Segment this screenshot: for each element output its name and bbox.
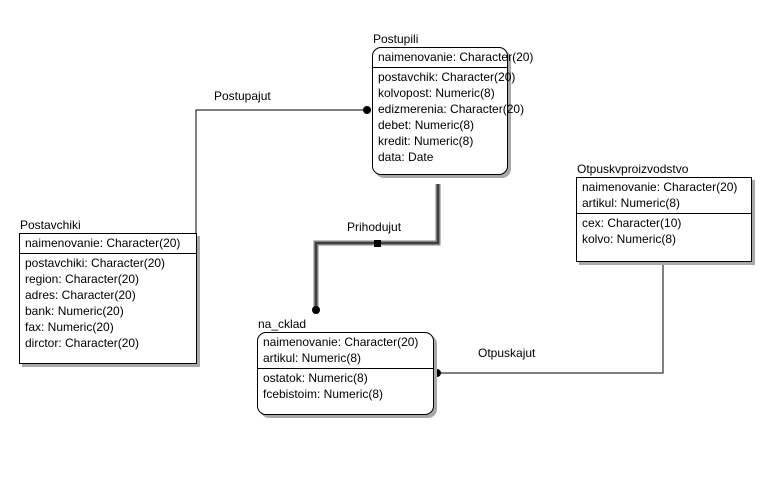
entity-na-cklad[interactable]: naimenovanie: Character(20) artikul: Num… [257, 332, 434, 415]
entity-title-na-cklad: na_cklad [258, 317, 307, 331]
key-attribute: naimenovanie: Character(20) [263, 335, 419, 349]
relationship-endpoint-dot [433, 369, 441, 377]
entity-title-postavchiki: Postavchiki [20, 218, 81, 232]
entity-attribute-section: cex: Character(10) kolvo: Numeric(8) [577, 214, 751, 249]
attribute: postavchiki: Character(20) [25, 256, 166, 270]
attribute: adres: Character(20) [25, 288, 136, 302]
entity-key-section: naimenovanie: Character(20) artikul: Num… [258, 333, 433, 369]
relationship-endpoint-dot [363, 106, 371, 114]
relationship-endpoint-dot [312, 306, 320, 314]
relationship-line-postupajut[interactable] [195, 109, 366, 246]
attribute: fcebistoim: Numeric(8) [263, 387, 384, 401]
entity-postupili[interactable]: naimenovanie: Character(20) postavchik: … [372, 47, 534, 175]
relationship-label-otpuskajut: Otpuskajut [478, 346, 536, 360]
attribute: postavchik: Character(20) [378, 70, 516, 84]
entity-postavchiki[interactable]: naimenovanie: Character(20) postavchiki:… [19, 233, 197, 364]
attribute: kredit: Numeric(8) [378, 134, 474, 148]
entity-attribute-section: postavchik: Character(20) kolvopost: Num… [373, 68, 525, 167]
attribute: fax: Numeric(20) [25, 320, 114, 334]
attribute: kolvo: Numeric(8) [582, 232, 677, 246]
attribute: debet: Numeric(8) [378, 118, 475, 132]
entity-key-section: naimenovanie: Character(20) [373, 48, 534, 68]
attribute: data: Date [378, 150, 434, 164]
relationship-line-otpuskajut[interactable] [437, 262, 664, 374]
attribute: region: Character(20) [25, 272, 140, 286]
relationship-marker [374, 240, 381, 247]
key-attribute: artikul: Numeric(8) [582, 196, 681, 210]
entity-key-section: naimenovanie: Character(20) artikul: Num… [577, 178, 751, 214]
relationship-label-postupajut: Postupajut [214, 89, 271, 103]
attribute: edizmerenia: Character(20) [378, 102, 525, 116]
entity-title-postupili: Postupili [373, 32, 419, 46]
entity-title-otpuskvproizvodstvo: Otpuskvproizvodstvo [577, 162, 689, 176]
entity-otpuskvproizvodstvo[interactable]: naimenovanie: Character(20) artikul: Num… [576, 177, 752, 262]
attribute: cex: Character(10) [582, 216, 682, 230]
entity-key-section: naimenovanie: Character(20) [20, 234, 196, 254]
attribute: dirctor: Character(20) [25, 336, 140, 350]
key-attribute: naimenovanie: Character(20) [25, 236, 181, 250]
attribute: ostatok: Numeric(8) [263, 371, 368, 385]
entity-attribute-section: postavchiki: Character(20) region: Chara… [20, 254, 196, 353]
key-attribute: artikul: Numeric(8) [263, 351, 362, 365]
attribute: bank: Numeric(20) [25, 304, 124, 318]
key-attribute: naimenovanie: Character(20) [378, 50, 534, 64]
entity-attribute-section: ostatok: Numeric(8) fcebistoim: Numeric(… [258, 369, 433, 404]
key-attribute: naimenovanie: Character(20) [582, 180, 738, 194]
relationship-label-prihodujut: Prihodujut [347, 220, 402, 234]
attribute: kolvopost: Numeric(8) [378, 86, 495, 100]
